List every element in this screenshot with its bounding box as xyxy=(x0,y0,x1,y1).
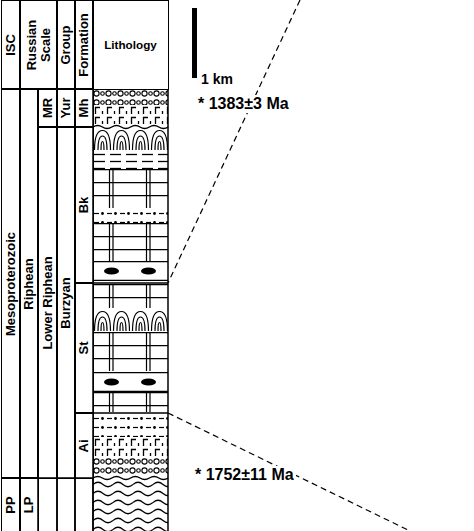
header-cell: Formation xyxy=(74,0,94,90)
header-cell: Lithology xyxy=(92,0,169,90)
cell-label: Ai xyxy=(77,416,91,475)
age-label: * 1383±3 Ma xyxy=(196,95,291,113)
dashed-correlation-line xyxy=(168,413,410,531)
column-border xyxy=(167,89,169,531)
conglomerate xyxy=(93,89,168,105)
stromatolites xyxy=(93,128,168,150)
formation-cell: St xyxy=(74,282,94,414)
eon-cell: Mesoproterozoic xyxy=(1,88,21,479)
cell-label: ISC xyxy=(4,4,18,86)
group-cell: Yur xyxy=(56,88,76,128)
cell-label: Burzyan xyxy=(59,130,73,475)
scale-bar xyxy=(192,8,197,78)
dolomite xyxy=(93,284,168,308)
header-cell: Russian Scale xyxy=(19,0,58,90)
dolomite xyxy=(93,332,168,371)
scale-label: 1 km xyxy=(199,71,235,87)
volcanics xyxy=(93,437,168,457)
limestone-lenses xyxy=(93,372,168,392)
volcanics xyxy=(93,105,168,125)
cell-label: PP xyxy=(4,481,18,529)
cell-label: Bk xyxy=(77,130,91,280)
formation-cell: Ai xyxy=(74,412,94,479)
folded-basement xyxy=(93,480,168,531)
lithology-column xyxy=(38,89,168,531)
cell-label: MR xyxy=(41,92,55,124)
limestone-lenses xyxy=(93,261,168,281)
header-cell: ISC xyxy=(1,0,21,90)
formation-cell: Bk xyxy=(74,126,94,284)
cell-label: St xyxy=(77,286,91,410)
cell-label: Riphean xyxy=(22,92,36,475)
dolomite xyxy=(93,223,168,261)
dolomite xyxy=(93,169,168,208)
dashed-correlation-line xyxy=(168,0,300,283)
stromatolites xyxy=(93,309,168,331)
formation-cell: Mh xyxy=(74,88,94,128)
shale xyxy=(93,151,168,169)
cell-label: Mh xyxy=(77,92,91,124)
unconformity xyxy=(93,477,168,480)
substage-cell: Lower Riphean xyxy=(37,126,58,479)
empty-cell xyxy=(57,478,75,531)
cell-label: Formation xyxy=(77,4,91,86)
group-cell: Burzyan xyxy=(56,126,76,479)
dolomite xyxy=(93,392,168,412)
cell-label: Yur xyxy=(59,92,73,124)
formation-boundary xyxy=(93,412,168,413)
sandstone xyxy=(93,209,168,223)
empty-cell xyxy=(75,478,93,531)
cell-label: Lower Riphean xyxy=(41,130,55,475)
header-cell: Group xyxy=(56,0,76,90)
cell-label: Group xyxy=(59,4,73,86)
sandstone xyxy=(93,414,168,437)
cell-label: Mesoproterozoic xyxy=(4,92,18,475)
cell-label: LP xyxy=(22,481,36,529)
stage-cell: Riphean xyxy=(19,88,39,479)
formation-boundary xyxy=(93,282,168,283)
stage-cell: LP xyxy=(19,477,39,531)
age-label: * 1752±11 Ma xyxy=(193,466,296,484)
cell-label: Russian Scale xyxy=(25,4,53,86)
substage-cell: MR xyxy=(37,88,58,128)
conglomerate xyxy=(93,457,168,476)
eon-cell: PP xyxy=(1,477,21,531)
cell-label: Lithology xyxy=(93,39,168,52)
empty-cell xyxy=(38,478,57,531)
